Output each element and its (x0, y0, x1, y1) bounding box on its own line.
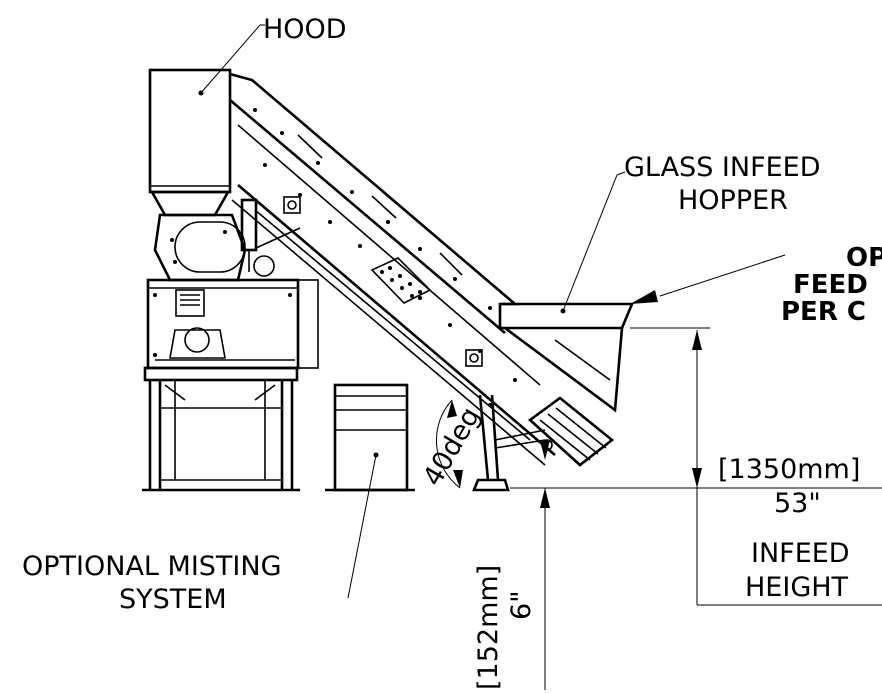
height-in-label: 53" (774, 488, 821, 519)
misting-label-line2: SYSTEM (119, 584, 227, 615)
inclined-conveyor (229, 72, 615, 467)
hood-body (148, 68, 232, 217)
leader-lines (199, 24, 786, 599)
angle-label: 40deg (417, 402, 486, 491)
cut-label-line1: OP (846, 243, 882, 273)
tail-support-leg (472, 394, 546, 492)
misting-system-tank (325, 383, 415, 492)
motor (175, 289, 205, 317)
hood-label: HOOD (263, 14, 347, 45)
cut-label-line2: FEED (793, 270, 868, 300)
height-mm-label: [1350mm] (718, 454, 860, 485)
misting-label-line1: OPTIONAL MISTING (22, 551, 282, 582)
gap-mm-label: [152mm] (473, 565, 504, 690)
glass-infeed-label-line1: GLASS INFEED (624, 152, 821, 183)
glass-infeed-label-line2: HOPPER (678, 185, 788, 216)
glass-infeed-hopper (498, 302, 634, 413)
machine-body (146, 278, 319, 370)
height-desc-line1: INFEED (751, 538, 850, 569)
gap-in-label: 6" (506, 590, 537, 620)
frame-bolts (253, 108, 517, 382)
height-desc-line2: HEIGHT (745, 572, 849, 603)
cut-label-line3: PER C (781, 297, 866, 327)
dimension-lines (435, 327, 882, 690)
tail-end (527, 396, 615, 467)
support-stand (142, 366, 300, 492)
access-panel (370, 257, 432, 304)
access-panel-bolts (380, 266, 422, 298)
